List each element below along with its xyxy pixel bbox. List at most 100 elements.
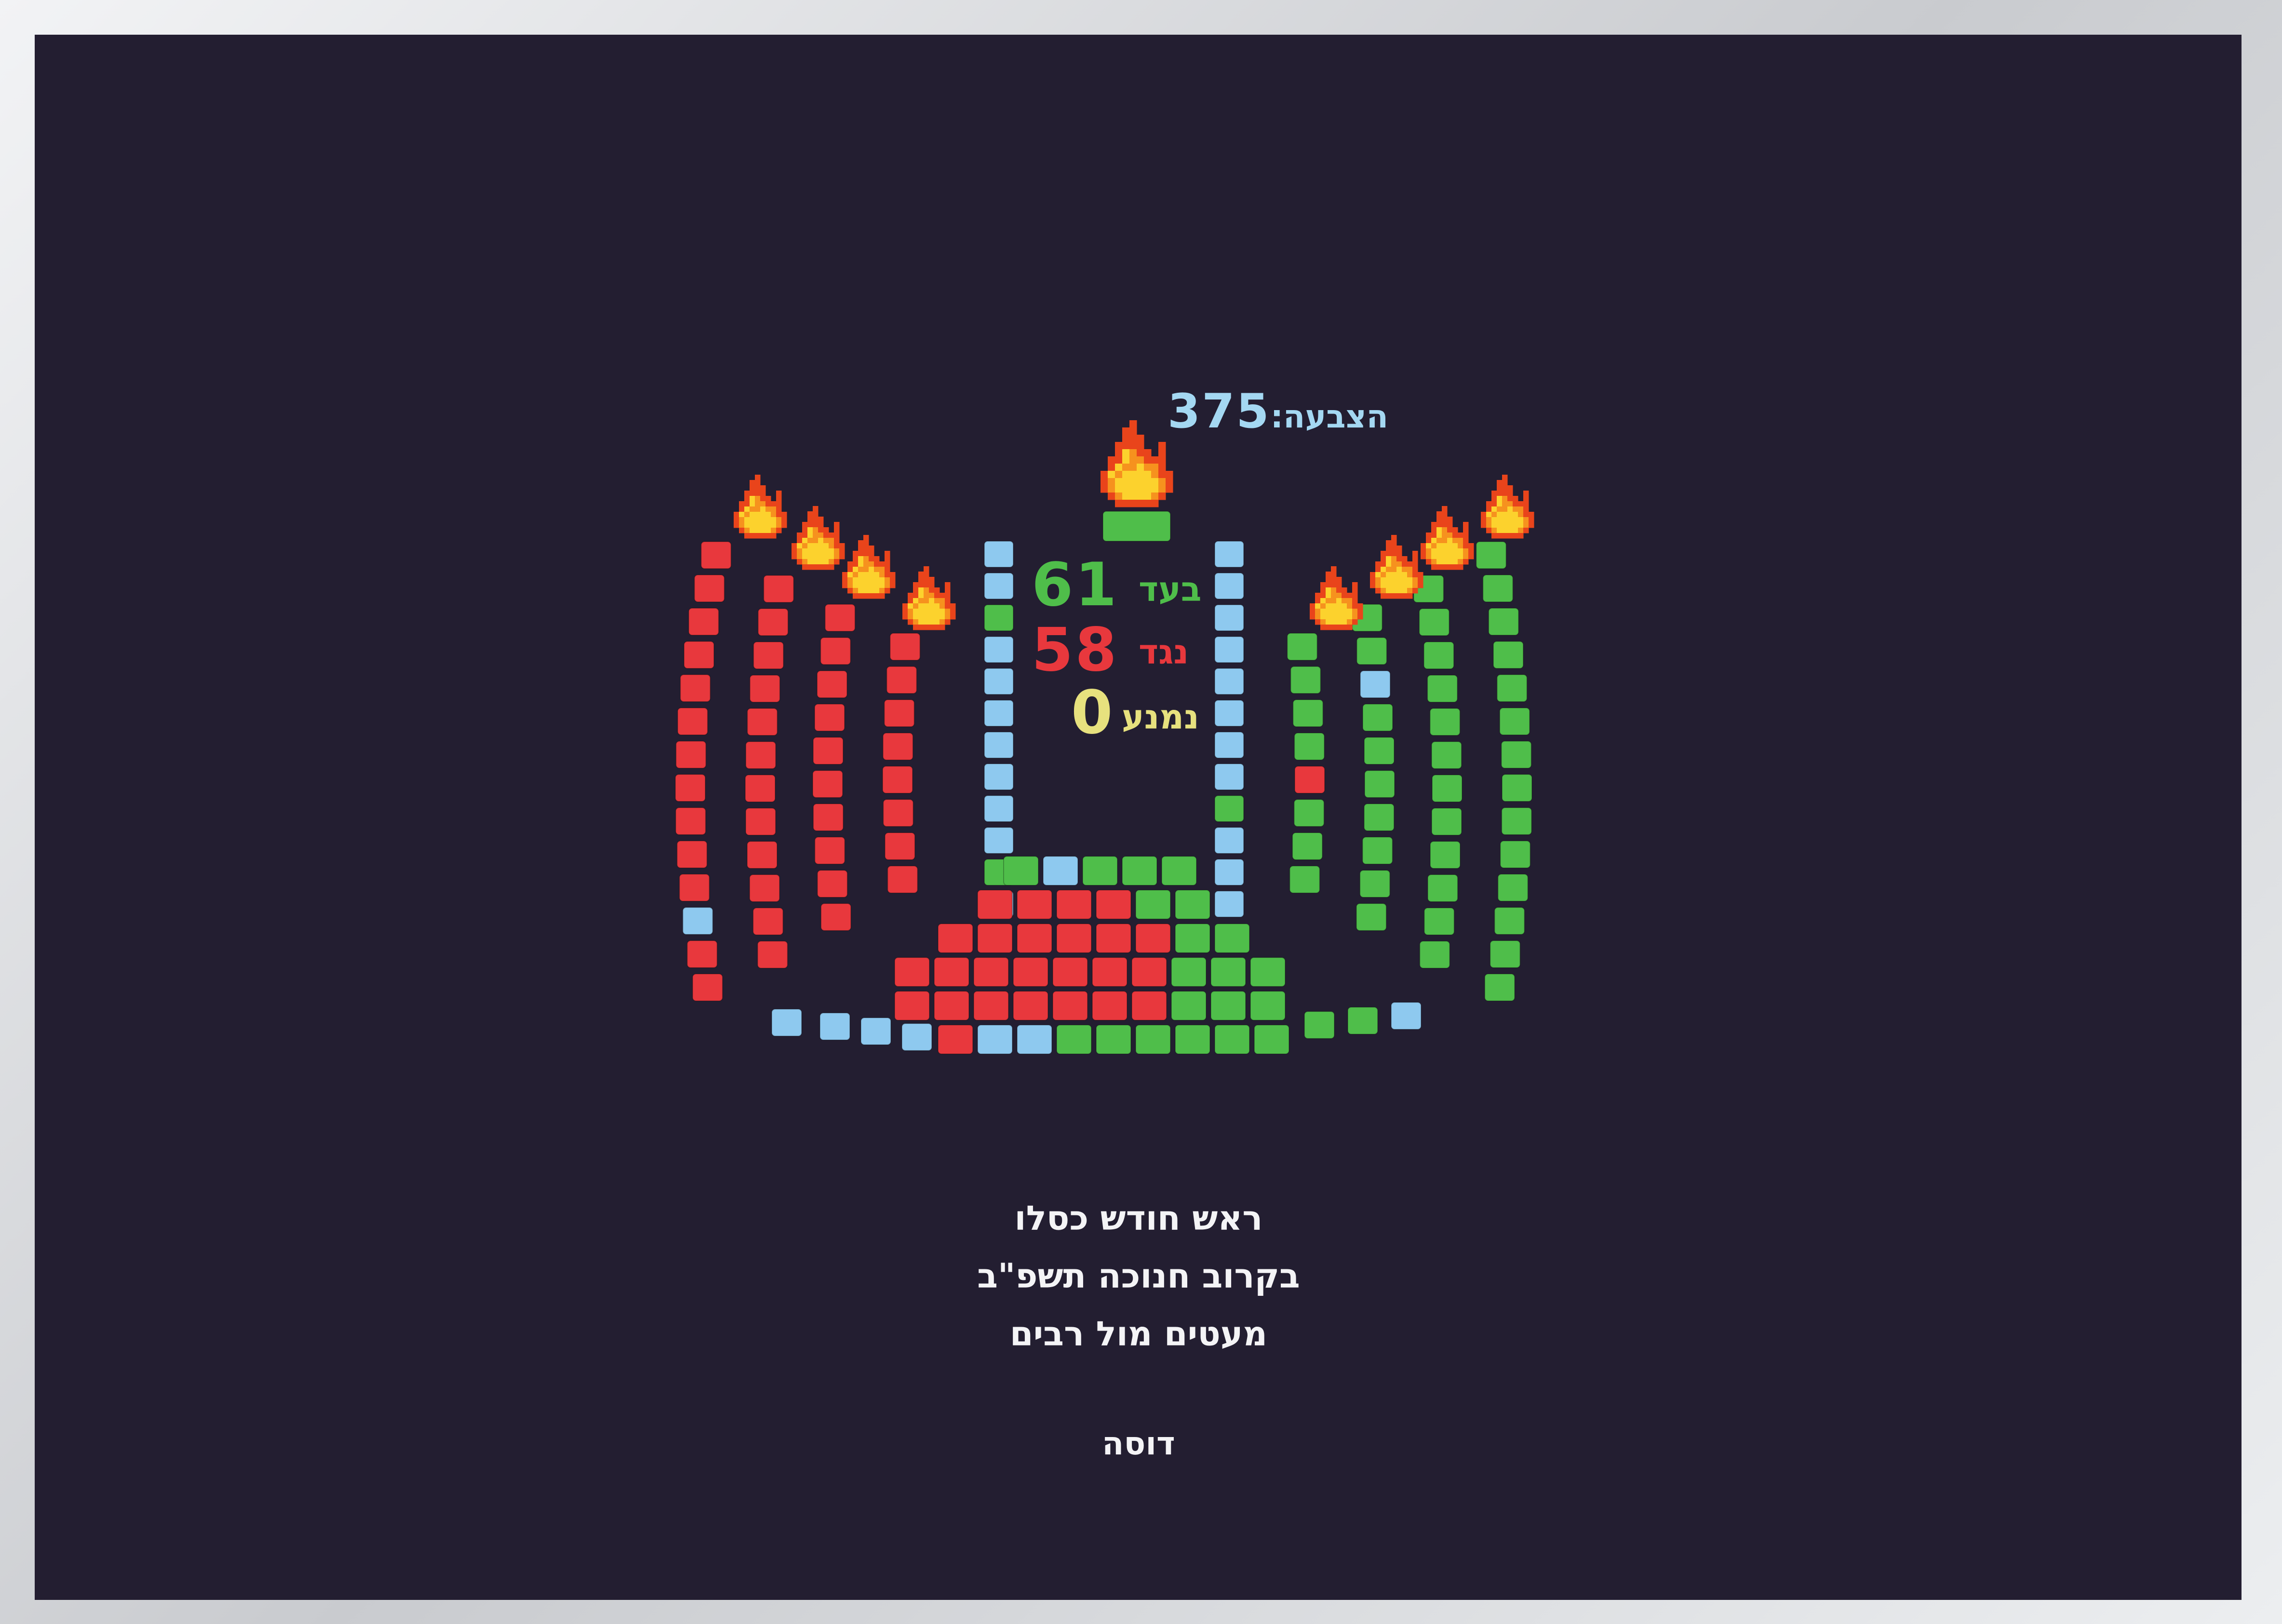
seat (1082, 856, 1118, 886)
seat (1013, 991, 1048, 1021)
seat (1287, 633, 1318, 661)
seat (938, 923, 973, 953)
against-label: נגד (1139, 632, 1189, 672)
knesset-vote-board (675, 420, 1534, 1054)
seat (1431, 808, 1463, 836)
seat (813, 803, 844, 831)
seat (1356, 637, 1387, 665)
candle-flame-icon (792, 506, 845, 570)
seat (984, 827, 1014, 854)
seat (1214, 668, 1244, 695)
seat (1175, 890, 1210, 919)
seat (1488, 608, 1519, 636)
seat (679, 874, 710, 902)
candle-flame-icon (1370, 535, 1423, 599)
seat (675, 774, 706, 802)
seat (1131, 957, 1167, 987)
seat (1171, 957, 1207, 987)
seat (680, 674, 711, 702)
seat (771, 1009, 802, 1037)
seat (675, 807, 706, 835)
seat (1363, 803, 1395, 831)
candle-flame-icon (902, 566, 956, 630)
seat (884, 699, 915, 727)
seat (1003, 856, 1039, 886)
seat (1214, 572, 1244, 599)
seat (676, 840, 708, 868)
candle-flame-icon (1421, 506, 1474, 570)
vote-header-label: הצבעה: (1270, 398, 1388, 435)
seat (1484, 973, 1516, 1001)
seat (686, 940, 718, 968)
seat (1214, 795, 1244, 822)
seat (1017, 1025, 1052, 1054)
caption-line-3: מעטים מול רבים (1009, 1314, 1268, 1354)
seat (1359, 870, 1391, 898)
seat (1391, 1002, 1422, 1030)
seat (1214, 763, 1244, 790)
seat (1135, 923, 1171, 953)
flames (734, 420, 1534, 630)
seat (1096, 923, 1131, 953)
for-label: בעד (1139, 570, 1202, 609)
seat (1092, 957, 1128, 987)
seat (984, 604, 1014, 631)
seat (894, 957, 930, 987)
seat (882, 766, 913, 794)
seat (1362, 704, 1394, 732)
seat (1427, 874, 1458, 902)
seat (1290, 666, 1321, 694)
seat (1214, 923, 1250, 953)
seat (1135, 1025, 1171, 1054)
seat (746, 841, 778, 869)
seat (1052, 957, 1088, 987)
seat (763, 575, 794, 603)
seat (1171, 991, 1207, 1021)
seat (1499, 707, 1530, 735)
seat (1214, 700, 1244, 727)
seat (1214, 1025, 1250, 1054)
seat (694, 574, 725, 602)
seat (747, 708, 778, 736)
seat (1214, 636, 1244, 663)
seat (749, 874, 780, 902)
seat (684, 641, 715, 669)
seat (1431, 741, 1462, 769)
seat (934, 991, 969, 1021)
seat (1304, 1011, 1335, 1039)
seat (745, 808, 776, 836)
seat (1501, 807, 1532, 835)
seat (984, 732, 1014, 759)
seat (817, 870, 848, 898)
seat (1214, 827, 1244, 854)
seat (814, 837, 846, 865)
seat (1431, 774, 1463, 802)
seat (973, 957, 1009, 987)
seat (977, 923, 1013, 953)
seat (977, 1025, 1013, 1054)
seat (1175, 1025, 1210, 1054)
caption-line-1: ראש חודש כסלו (1014, 1198, 1263, 1238)
seat (819, 1012, 850, 1040)
seat (1430, 841, 1461, 869)
seat (984, 541, 1014, 568)
seat (1214, 732, 1244, 759)
seat (1043, 856, 1078, 886)
seat (1496, 674, 1528, 702)
seat (688, 608, 719, 636)
seat (984, 668, 1014, 695)
seat (882, 732, 913, 760)
seat (1419, 941, 1450, 969)
seat (1175, 923, 1210, 953)
signature: דוסה (1102, 1425, 1175, 1462)
seat (1490, 940, 1521, 968)
seat (692, 973, 723, 1001)
seat (1294, 766, 1325, 794)
seat (938, 1025, 973, 1054)
seat (860, 1017, 891, 1045)
vote-header: הצבעה:375 (1168, 384, 1388, 439)
seat (1056, 923, 1092, 953)
seat (1497, 874, 1529, 902)
seat (1056, 890, 1092, 919)
